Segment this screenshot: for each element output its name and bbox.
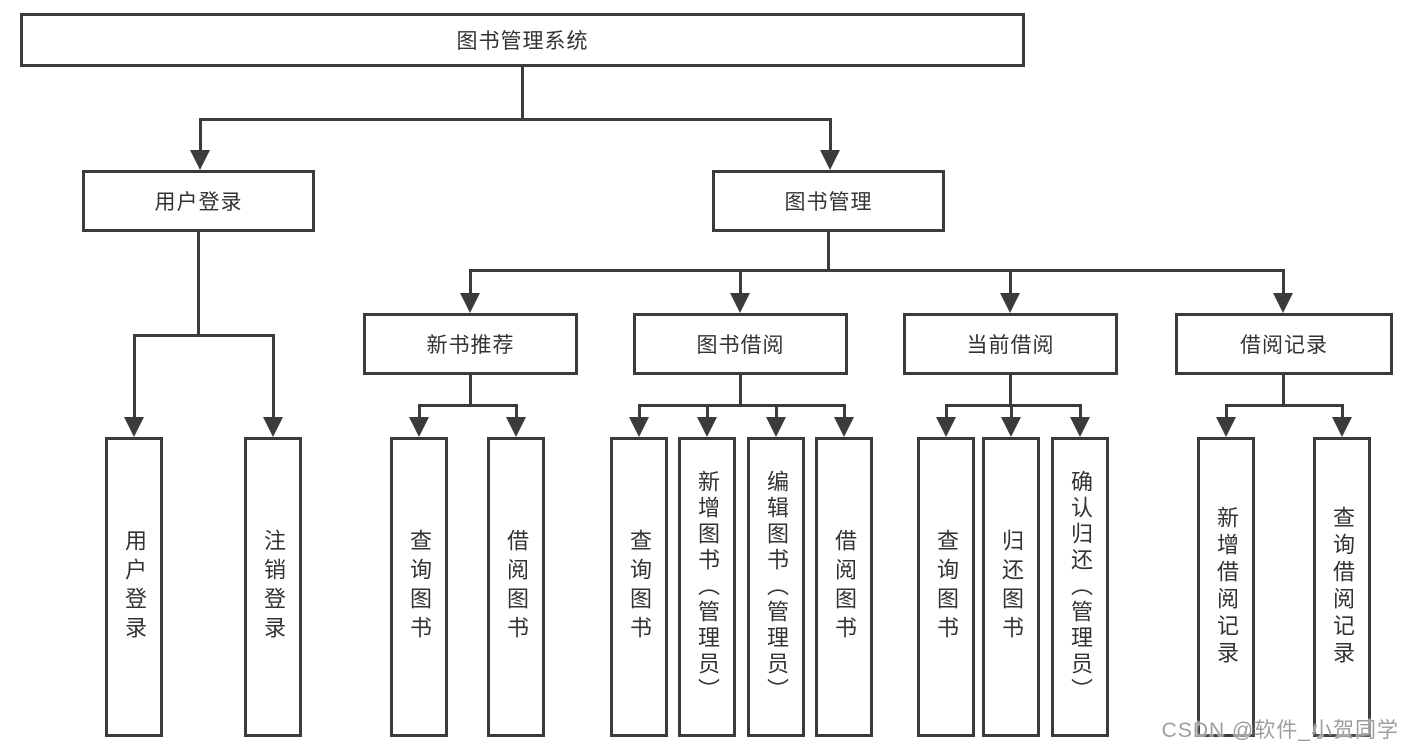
connector-line	[638, 404, 845, 407]
node-label: 图书管理系统	[456, 30, 589, 53]
arrow-down-icon	[834, 417, 854, 437]
arrow-down-icon	[730, 293, 750, 313]
leaf-user-login: 用户登录	[105, 437, 163, 737]
connector-line	[1009, 269, 1012, 297]
connector-line	[1079, 404, 1082, 419]
leaf-borrow-books: 借阅图书	[815, 437, 873, 737]
connector-line	[1225, 404, 1343, 407]
connector-line	[199, 118, 832, 121]
leaf-confirm-return-admin: 确认归还（管理员）	[1051, 437, 1109, 737]
arrow-down-icon	[1216, 417, 1236, 437]
connector-line	[739, 375, 742, 406]
arrow-down-icon	[124, 417, 144, 437]
node-current-borrowing: 当前借阅	[903, 313, 1118, 375]
leaf-query-books-borrowing: 查询图书	[610, 437, 668, 737]
connector-line	[418, 404, 517, 407]
arrow-down-icon	[1070, 417, 1090, 437]
arrow-down-icon	[820, 150, 840, 170]
connector-line	[199, 118, 202, 152]
arrow-down-icon	[766, 417, 786, 437]
arrow-down-icon	[1001, 417, 1021, 437]
node-label: 当前借阅	[966, 334, 1055, 357]
connector-line	[197, 232, 200, 336]
connector-line	[829, 118, 832, 152]
arrow-down-icon	[506, 417, 526, 437]
leaf-query-borrow-record: 查询借阅记录	[1313, 437, 1371, 737]
connector-line	[827, 232, 830, 271]
connector-line	[1282, 375, 1285, 406]
arrow-down-icon	[460, 293, 480, 313]
leaf-borrow-books-recommend: 借阅图书	[487, 437, 545, 737]
connector-line	[515, 404, 518, 419]
connector-line	[945, 404, 1081, 407]
arrow-down-icon	[1000, 293, 1020, 313]
connector-line	[418, 404, 421, 419]
connector-line	[945, 404, 948, 419]
connector-line	[1225, 404, 1228, 419]
leaf-query-books-recommend: 查询图书	[390, 437, 448, 737]
arrow-down-icon	[409, 417, 429, 437]
leaf-edit-books-admin: 编辑图书（管理员）	[747, 437, 805, 737]
leaf-add-books-admin: 新增图书（管理员）	[678, 437, 736, 737]
connector-line	[469, 269, 1285, 272]
node-library-management-system: 图书管理系统	[20, 13, 1025, 67]
arrow-down-icon	[697, 417, 717, 437]
leaf-return-books: 归还图书	[982, 437, 1040, 737]
connector-line	[133, 334, 274, 337]
node-label: 新书推荐	[426, 334, 515, 357]
connector-line	[1282, 269, 1285, 297]
arrow-down-icon	[1332, 417, 1352, 437]
node-new-book-recommend: 新书推荐	[363, 313, 578, 375]
connector-line	[272, 334, 275, 417]
connector-line	[739, 269, 742, 297]
node-label: 图书借阅	[696, 334, 785, 357]
node-user-login: 用户登录	[82, 170, 315, 232]
leaf-add-borrow-record: 新增借阅记录	[1197, 437, 1255, 737]
connector-line	[775, 404, 778, 419]
node-label: 图书管理	[784, 191, 873, 214]
arrow-down-icon	[190, 150, 210, 170]
arrow-down-icon	[263, 417, 283, 437]
connector-line	[133, 334, 136, 417]
node-book-borrowing: 图书借阅	[633, 313, 848, 375]
connector-line	[469, 269, 472, 297]
arrow-down-icon	[629, 417, 649, 437]
arrow-down-icon	[936, 417, 956, 437]
connector-line	[1341, 404, 1344, 419]
arrow-down-icon	[1273, 293, 1293, 313]
node-label: 用户登录	[154, 191, 243, 214]
connector-line	[638, 404, 641, 419]
connector-line	[521, 67, 524, 119]
node-book-management: 图书管理	[712, 170, 945, 232]
node-label: 借阅记录	[1240, 334, 1328, 357]
csdn-watermark: CSDN @软件_小贺同学	[1161, 719, 1399, 742]
connector-line	[1010, 404, 1013, 419]
connector-line	[706, 404, 709, 419]
leaf-logout: 注销登录	[244, 437, 302, 737]
node-borrowing-records: 借阅记录	[1175, 313, 1393, 375]
connector-line	[843, 404, 846, 419]
connector-line	[469, 375, 472, 406]
connector-line	[1009, 375, 1012, 406]
leaf-query-books-current: 查询图书	[917, 437, 975, 737]
